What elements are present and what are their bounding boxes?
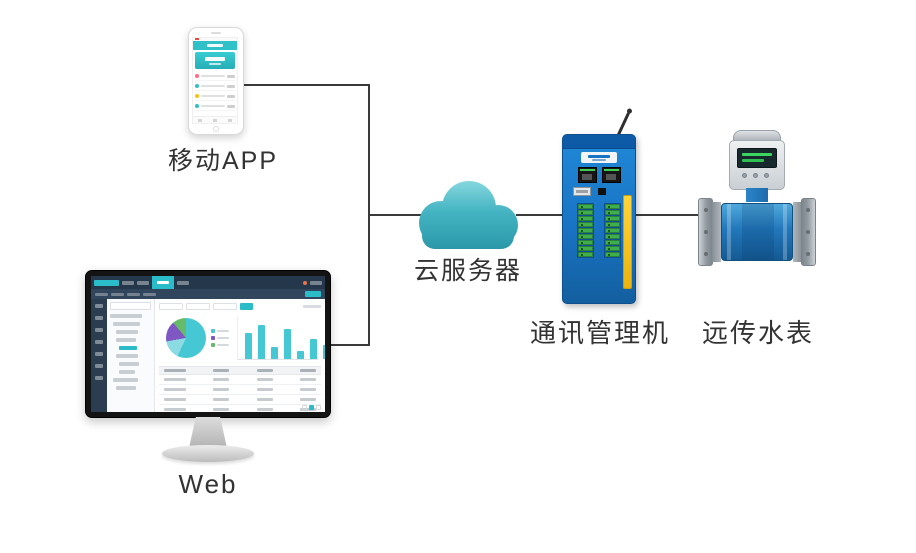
pagination: [302, 405, 321, 410]
phone-tab-bar: [193, 116, 237, 123]
dashboard-logo: [94, 279, 119, 286]
gateway-body: [562, 134, 636, 304]
gateway-ethernet-ports: [563, 167, 635, 183]
web-dashboard-screen: [91, 276, 325, 412]
pipe-flange-left: [698, 198, 713, 266]
monitor-bezel: [85, 270, 331, 418]
label-comm-manager: 通讯管理机: [529, 318, 670, 348]
ethernet-port-icon: [577, 167, 597, 183]
dashboard-tree: [107, 299, 155, 412]
console-port-icon: [598, 188, 606, 195]
meter-pipe-body: [721, 203, 793, 261]
terminal-column: [577, 203, 594, 258]
meter-lcd-screen: [737, 148, 777, 168]
dashboard-main: [155, 299, 325, 412]
gateway-top-cap: [563, 135, 635, 149]
label-mobile-app: 移动APP: [167, 147, 279, 175]
gateway-terminal-blocks: [563, 203, 635, 258]
label-water-meter: 远传水表: [701, 318, 814, 348]
phone-list: [193, 71, 237, 116]
tree-search-box: [110, 302, 151, 310]
meter-buttons: [742, 173, 769, 178]
bar-chart: [237, 317, 325, 360]
dashboard-menu-item: [122, 280, 134, 285]
label-cloud-server: 云服务器: [413, 257, 522, 285]
dashboard-subnav: [91, 289, 325, 299]
phone-app-header: [193, 41, 237, 50]
dashboard-filter-bar: [159, 302, 321, 310]
ethernet-port-icon: [601, 167, 621, 183]
terminal-column: [604, 203, 621, 258]
dashboard-header: [91, 276, 325, 289]
connector-bus-vertical: [368, 84, 370, 346]
label-web: Web: [178, 469, 238, 499]
phone-home-button: [213, 126, 219, 132]
meter-display-head: [729, 130, 785, 190]
gateway-yellow-strip: [623, 195, 632, 289]
connector-phone-to-bus: [240, 84, 370, 86]
monitor-stand-neck: [189, 417, 227, 448]
pipe-flange-right: [801, 198, 816, 266]
pie-chart: [165, 318, 206, 358]
remote-water-meter: [698, 130, 816, 266]
web-monitor: [85, 270, 331, 418]
data-table: [159, 366, 321, 412]
mobile-phone: [188, 27, 244, 135]
connector-gateway-to-meter: [636, 214, 702, 216]
dashboard-menu-item: [137, 280, 149, 285]
connector-web-to-bus: [330, 344, 370, 346]
dashboard-user-area: [310, 280, 322, 285]
communication-gateway: [560, 108, 642, 308]
cloud-server: [408, 177, 526, 258]
pie-legend: [210, 329, 229, 347]
dashboard-active-tab: [152, 276, 174, 289]
connector-cloud-to-gateway: [516, 214, 564, 216]
phone-balance-card: [195, 52, 235, 69]
filter-query-button: [240, 302, 253, 310]
monitor-stand-base: [162, 445, 254, 462]
gateway-label-plate: [581, 152, 617, 163]
connector-bus-to-cloud: [370, 214, 430, 216]
dashboard-subnav-button: [305, 291, 321, 297]
dashboard-menu-item: [177, 280, 189, 285]
meter-pipe-assembly: [698, 198, 816, 266]
phone-speaker: [211, 32, 221, 34]
usb-port-icon: [573, 187, 591, 196]
data-table-body: [159, 367, 321, 412]
phone-status-bar: [193, 38, 237, 41]
phone-app-screen: [192, 37, 238, 124]
dashboard-sidebar: [91, 299, 107, 412]
pipe-disc-left: [712, 202, 721, 262]
cloud-icon: [419, 181, 518, 249]
dashboard-notification-dot: [303, 280, 307, 285]
meter-neck: [746, 188, 768, 202]
